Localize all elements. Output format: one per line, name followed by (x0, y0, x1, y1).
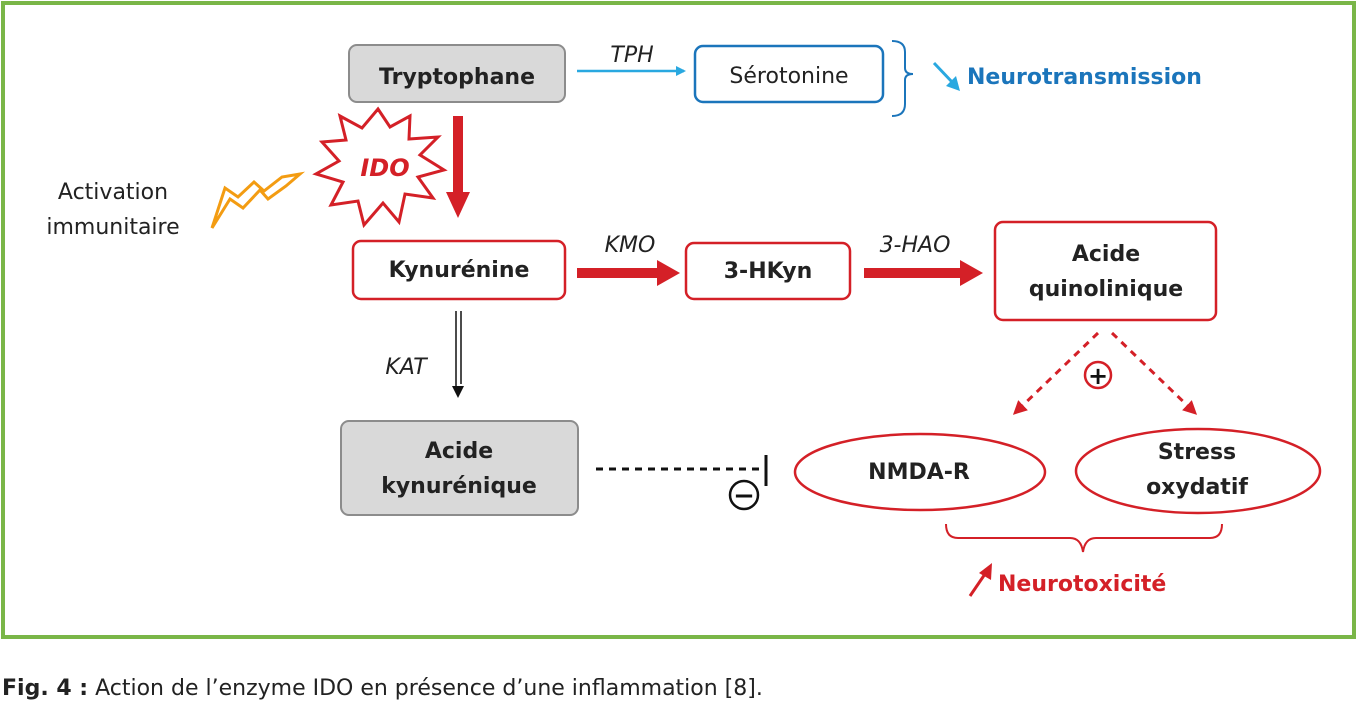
figure-caption-label: Fig. 4 : (2, 676, 89, 701)
brace-neurotoxicite (945, 523, 1223, 553)
node-3hkyn: 3-HKyn (684, 241, 852, 301)
increase-arrow-icon (968, 563, 992, 597)
brace-serotonine (891, 40, 914, 117)
minus-sign-icon: − (728, 479, 760, 511)
node-nmda-r-label: NMDA-R (868, 460, 970, 485)
arrow-kmo (577, 260, 680, 286)
node-kynurenine: Kynurénine (351, 239, 567, 301)
ido-starburst-icon: IDO (312, 106, 448, 229)
node-stress-oxydatif: Stress oxydatif (1074, 427, 1322, 515)
arrow-dashed-to-nmda (1012, 331, 1100, 415)
label-activation-line1: Activation (58, 180, 168, 205)
decrease-arrow-icon (932, 61, 960, 91)
plus-sign-icon: + (1083, 360, 1113, 390)
node-acide-quinolinique-line1: Acide (1072, 242, 1140, 267)
ido-label: IDO (360, 154, 409, 182)
node-kynurenine-label: Kynurénine (389, 258, 530, 283)
arrow-ido-down (446, 116, 470, 218)
label-neurotransmission: Neurotransmission (967, 65, 1202, 90)
node-3hkyn-label: 3-HKyn (724, 259, 813, 284)
node-acide-quinolinique-line2: quinolinique (1029, 277, 1183, 302)
diagram-frame (1, 1, 1356, 639)
enzyme-kmo-label: KMO (605, 233, 656, 258)
node-serotonine: Sérotonine (693, 44, 885, 104)
node-acide-quinolinique: Acide quinolinique (993, 220, 1218, 322)
inhibition-line (596, 455, 768, 486)
enzyme-kat-label: KAT (385, 355, 428, 380)
label-neurotoxicite: Neurotoxicité (998, 572, 1166, 597)
lightning-icon (210, 171, 306, 229)
node-serotonine-label: Sérotonine (729, 64, 848, 89)
node-tryptophane-label: Tryptophane (379, 65, 535, 90)
node-acide-kynurenique: Acide kynurénique (340, 420, 579, 516)
arrow-dashed-to-stress (1110, 331, 1198, 415)
arrow-3hao (864, 260, 983, 286)
minus-sign-label: − (733, 481, 755, 511)
node-acide-kynurenique-line2: kynurénique (381, 474, 537, 499)
node-stress-line2: oxydatif (1146, 475, 1248, 500)
node-stress-line1: Stress (1158, 440, 1236, 465)
enzyme-tph-label: TPH (610, 43, 653, 68)
node-tryptophane: Tryptophane (348, 44, 566, 103)
figure-caption-text: Action de l’enzyme IDO en présence d’une… (88, 676, 763, 701)
node-acide-kynurenique-line1: Acide (425, 439, 493, 464)
plus-sign-label: + (1088, 362, 1108, 390)
label-activation-line2: immunitaire (46, 215, 179, 240)
arrow-kat (452, 311, 464, 398)
node-nmda-r: NMDA-R (793, 432, 1047, 512)
enzyme-3hao-label: 3-HAO (880, 233, 951, 258)
figure-caption: Fig. 4 : Action de l’enzyme IDO en prése… (2, 676, 763, 701)
